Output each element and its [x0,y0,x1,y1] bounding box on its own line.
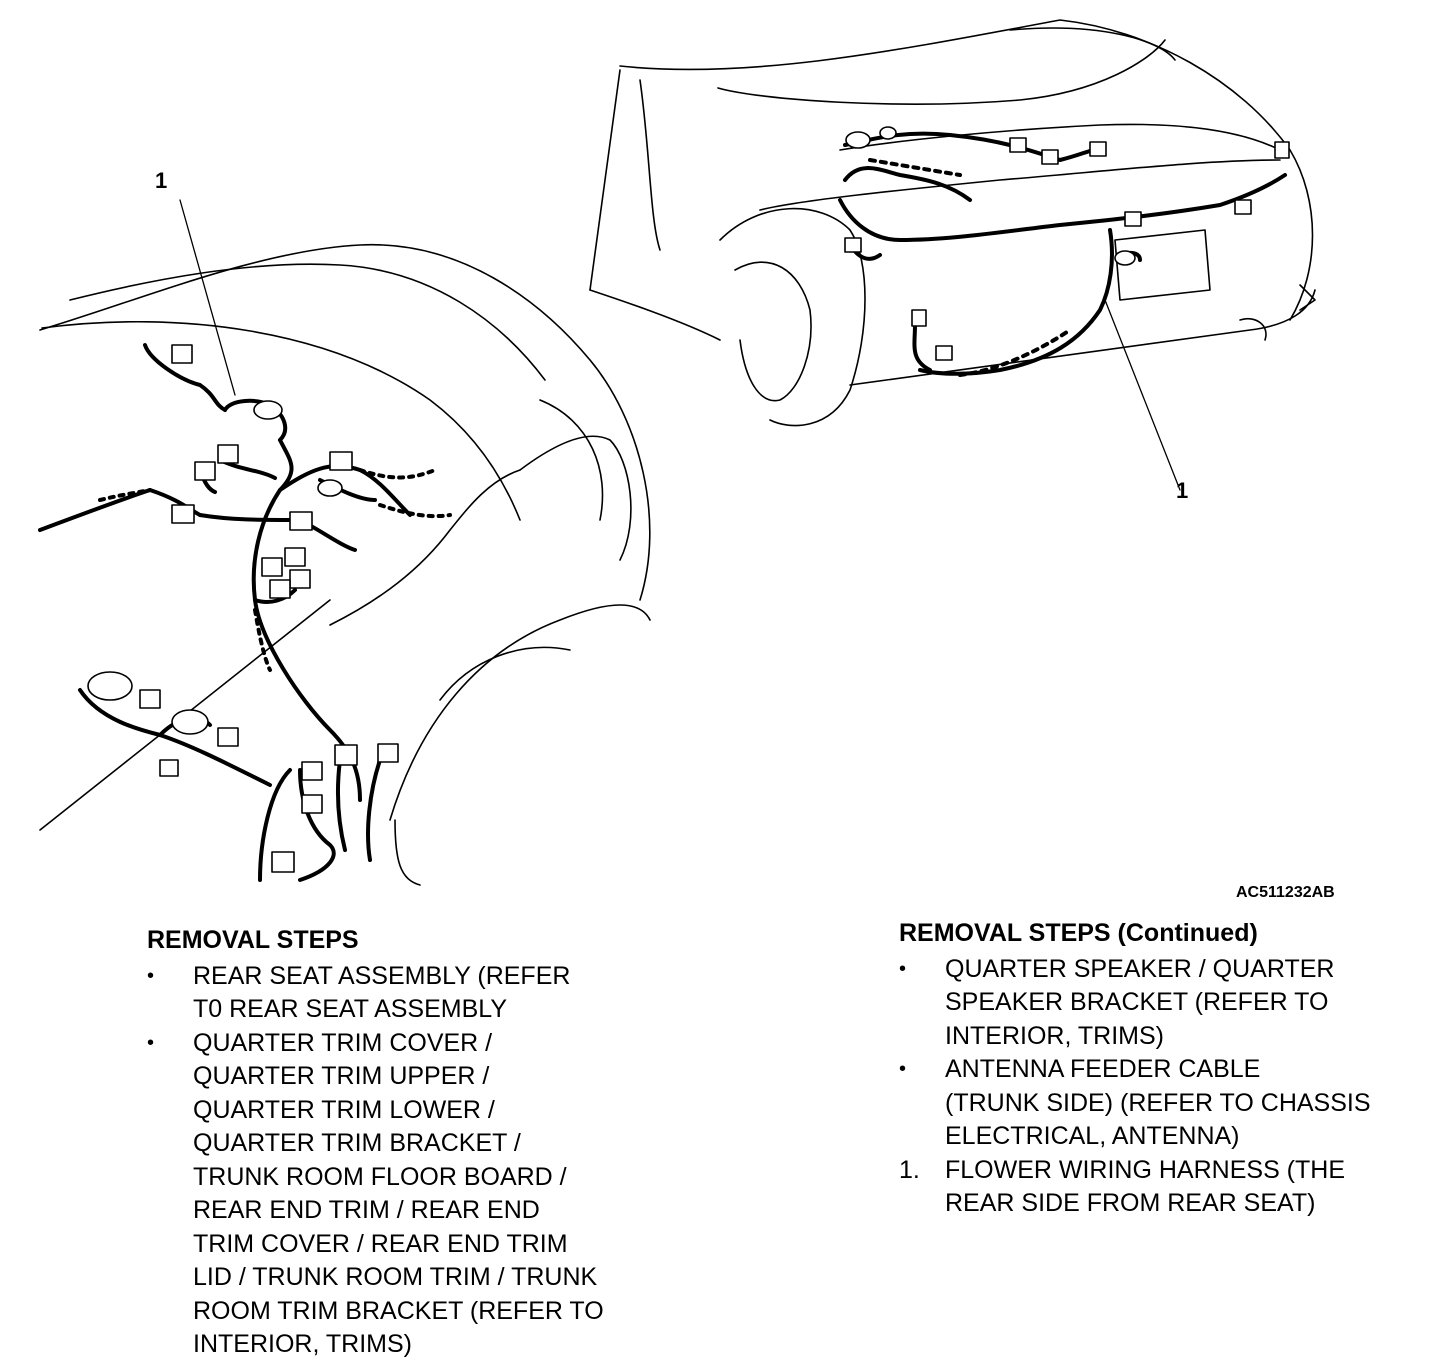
removal-steps-right: REMOVAL STEPS (Continued) • QUARTER SPEA… [899,917,1415,1221]
right-harness [838,131,1287,376]
step-text: ANTENNA FEEDER CABLE (TRUNK SIDE) (REFER… [945,1055,1371,1150]
step-text: QUARTER TRIM COVER / QUARTER TRIM UPPER … [193,1028,604,1359]
left-body-outline [39,199,651,886]
right-harness-dashes [868,158,1072,377]
callout-left: 1 [155,168,168,193]
harness-diagram [38,19,1316,886]
step-text: QUARTER SPEAKER / QUARTER SPEAKER BRACKE… [945,954,1335,1050]
step-text: REAR SEAT ASSEMBLY (REFER T0 REAR SEAT A… [193,961,571,1024]
bullet-marker: • [899,957,907,980]
right-body-outline [589,19,1316,491]
list-item: • QUARTER TRIM COVER / QUARTER TRIM UPPE… [147,1027,663,1362]
left-harness-dashes [98,468,452,672]
left-connectors [87,344,399,873]
bullet-marker: • [147,1031,155,1054]
callout-right: 1 [1176,478,1189,503]
step-text: FLOWER WIRING HARNESS (THE REAR SIDE FRO… [945,1155,1346,1218]
list-item: • QUARTER SPEAKER / QUARTER SPEAKER BRAC… [899,953,1415,1054]
list-item: • ANTENNA FEEDER CABLE (TRUNK SIDE) (REF… [899,1053,1415,1154]
removal-steps-heading: REMOVAL STEPS [147,926,359,954]
list-item: 1. FLOWER WIRING HARNESS (THE REAR SIDE … [899,1154,1415,1221]
right-connectors [844,126,1290,361]
removal-steps-continued-heading: REMOVAL STEPS (Continued) [899,919,1258,947]
figure-code: AC511232AB [1236,884,1335,901]
bullet-marker: • [899,1058,907,1080]
list-item: • REAR SEAT ASSEMBLY (REFER T0 REAR SEAT… [147,960,663,1027]
step-number: 1. [899,1155,920,1184]
removal-steps-left: REMOVAL STEPS • REAR SEAT ASSEMBLY (REFE… [147,924,663,1362]
bullet-marker: • [147,964,155,987]
left-harness [38,343,412,882]
